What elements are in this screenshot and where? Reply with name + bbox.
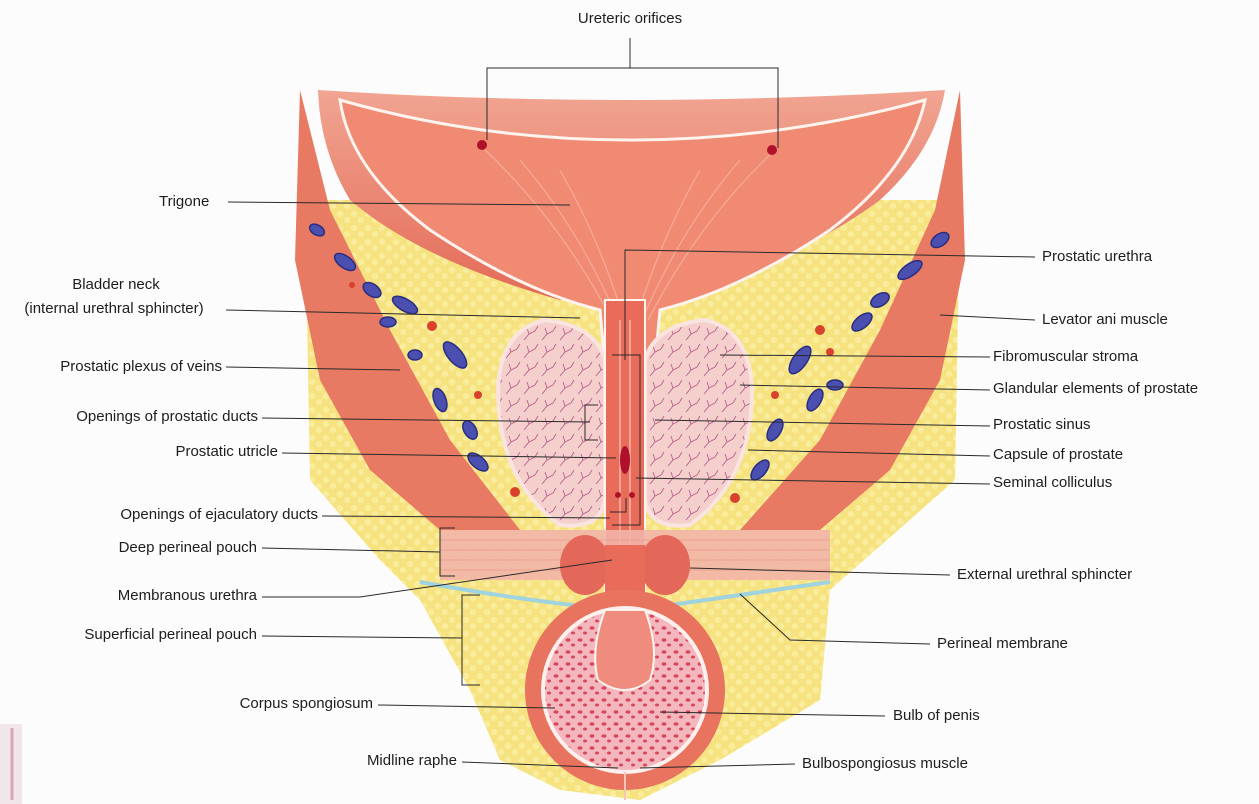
ureteric-orifice-right xyxy=(767,145,777,155)
label-bulbospongiosus: Bulbospongiosus muscle xyxy=(802,755,968,773)
external-urethral-sphincter-right xyxy=(640,535,690,595)
label-perineal-membrane: Perineal membrane xyxy=(937,635,1068,653)
label-openings-prostatic-ducts: Openings of prostatic ducts xyxy=(0,408,258,426)
label-membranous-urethra: Membranous urethra xyxy=(0,587,257,605)
label-corpus-spongiosum: Corpus spongiosum xyxy=(0,695,373,713)
external-urethral-sphincter-left xyxy=(560,535,610,595)
label-trigone: Trigone xyxy=(159,193,209,211)
label-midline-raphe: Midline raphe xyxy=(0,752,457,770)
label-fibromuscular-stroma: Fibromuscular stroma xyxy=(993,348,1138,366)
label-deep-perineal-pouch: Deep perineal pouch xyxy=(0,539,257,557)
label-prostatic-sinus: Prostatic sinus xyxy=(993,416,1091,434)
label-superficial-perineal-pouch: Superficial perineal pouch xyxy=(0,626,257,644)
label-prostatic-plexus: Prostatic plexus of veins xyxy=(0,358,222,376)
label-external-sphincter: External urethral sphincter xyxy=(957,566,1132,584)
label-openings-ejaculatory-ducts: Openings of ejaculatory ducts xyxy=(0,506,318,524)
label-levator-ani: Levator ani muscle xyxy=(1042,311,1168,329)
label-internal-sphincter: (internal urethral sphincter) xyxy=(0,300,228,318)
label-bulb-of-penis: Bulb of penis xyxy=(893,707,980,725)
label-prostatic-utricle: Prostatic utricle xyxy=(0,443,278,461)
label-capsule: Capsule of prostate xyxy=(993,446,1123,464)
label-ureteric-orifices: Ureteric orifices xyxy=(530,10,730,28)
urethra-bulb xyxy=(595,610,654,690)
seminal-colliculus xyxy=(620,446,630,474)
label-bladder-neck: Bladder neck xyxy=(0,276,232,294)
label-prostatic-urethra: Prostatic urethra xyxy=(1042,248,1152,266)
ureteric-orifice-left xyxy=(477,140,487,150)
label-glandular-elements: Glandular elements of prostate xyxy=(993,380,1198,398)
label-seminal-colliculus: Seminal colliculus xyxy=(993,474,1112,492)
